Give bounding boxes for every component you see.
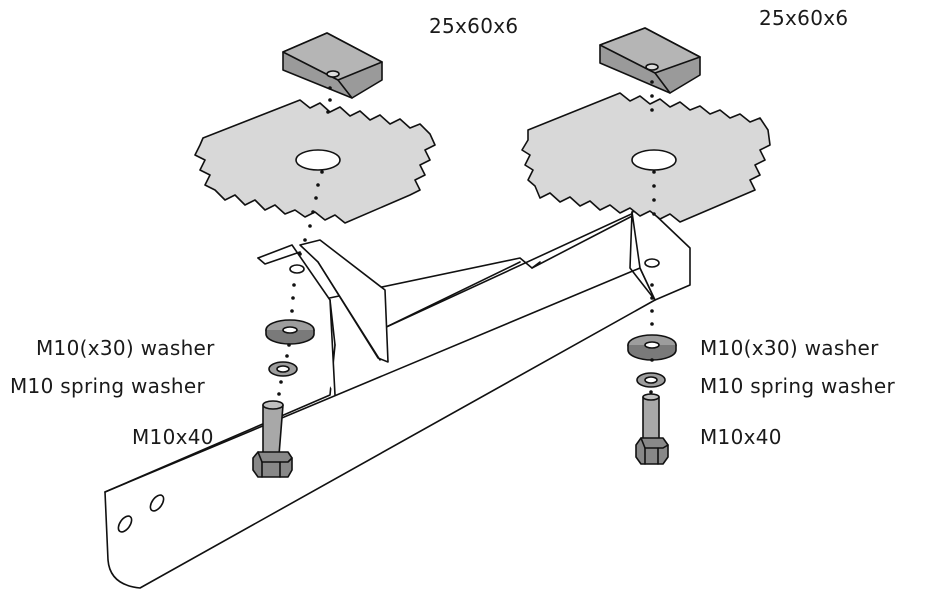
left-plate-label: 25x60x6	[429, 14, 519, 38]
left-washer	[265, 319, 315, 345]
mounting-bracket	[104, 207, 691, 589]
right-plate-label: 25x60x6	[759, 6, 849, 30]
left-washer-label: M10(x30) washer	[36, 336, 215, 360]
right-bolt	[635, 393, 669, 465]
right-plate	[599, 27, 701, 94]
left-plate	[282, 32, 383, 99]
right-washer	[627, 334, 677, 361]
slot-hole	[149, 494, 165, 512]
left-spring-washer	[268, 361, 298, 377]
left-spring-washer-label: M10 spring washer	[10, 374, 206, 398]
right-spring-washer-label: M10 spring washer	[700, 374, 896, 398]
right-serrated-plate	[521, 92, 771, 223]
right-spring-washer	[636, 372, 666, 388]
left-serrated-plate	[194, 99, 436, 224]
left-bolt-label: M10x40	[132, 425, 214, 449]
right-bolt-label: M10x40	[700, 425, 782, 449]
assembly-axis-dots	[277, 80, 656, 396]
right-washer-label: M10(x30) washer	[700, 336, 879, 360]
slot-hole	[117, 515, 133, 533]
left-bolt	[252, 400, 293, 478]
